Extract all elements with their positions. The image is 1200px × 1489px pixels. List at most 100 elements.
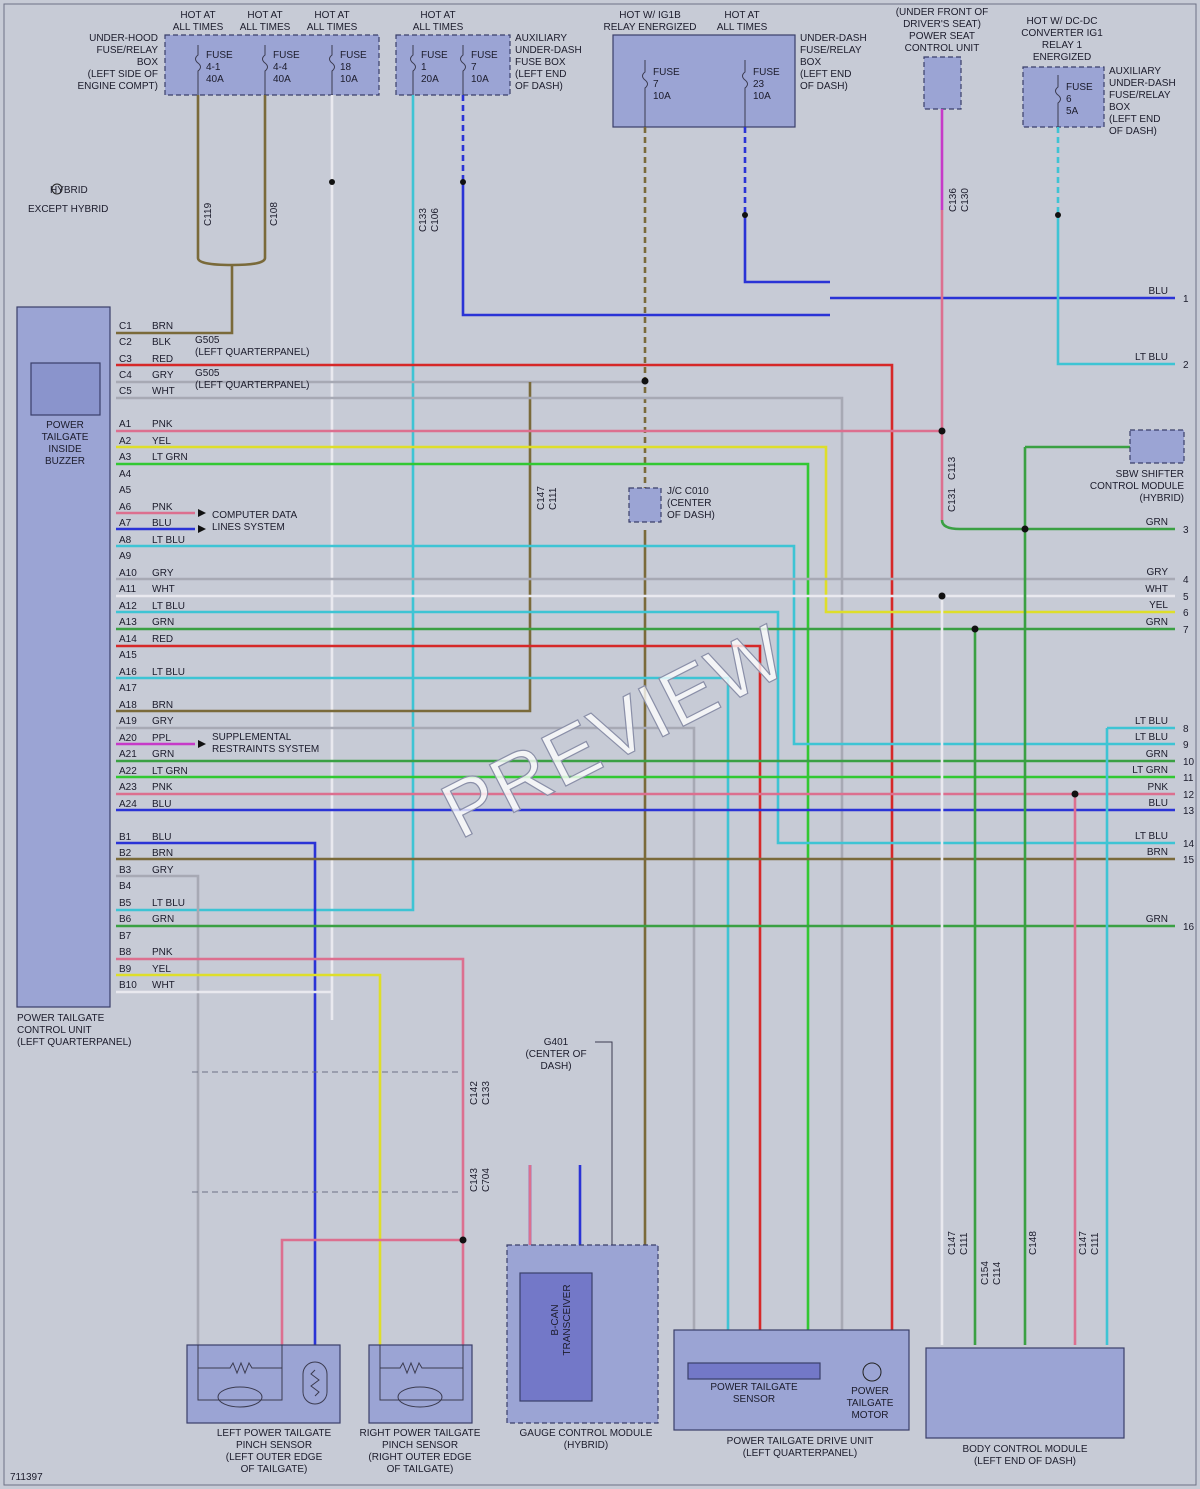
body-control-module-label: BODY CONTROL MODULE(LEFT END OF DASH) bbox=[962, 1444, 1087, 1467]
right-output-12: 12 bbox=[1183, 790, 1195, 801]
connector-c143: C143 bbox=[469, 1168, 480, 1192]
right-output-9: 9 bbox=[1183, 740, 1189, 751]
ptcu-pin-a20-color: PPL bbox=[152, 733, 171, 744]
wire-blk-g401 bbox=[595, 1041, 613, 1245]
ptcu-pin-a7-color: BLU bbox=[152, 518, 171, 529]
ptcu-pin-b10-color: WHT bbox=[152, 980, 175, 991]
ptcu-pin-a20: A20 bbox=[119, 733, 137, 744]
right-output-15: 15 bbox=[1183, 855, 1195, 866]
wire-brn-c1 bbox=[116, 95, 267, 335]
wire-ltblu-b5 bbox=[116, 95, 415, 912]
wire-gry-b3 bbox=[116, 874, 200, 1345]
bcan-transceiver bbox=[519, 1272, 593, 1402]
ptcu-pin-c2: C2 bbox=[119, 337, 132, 348]
ptcu-pin-a10: A10 bbox=[119, 568, 137, 579]
underdash-fuse-box bbox=[612, 34, 796, 128]
legend-except-hybrid: EXCEPT HYBRID bbox=[28, 204, 108, 215]
ptcu-pin-b3: B3 bbox=[119, 865, 132, 876]
legend-hybrid: HYBRID bbox=[50, 185, 88, 196]
ptcu-pin-a19-color: GRY bbox=[152, 716, 174, 727]
ptcu-pin-b9-color: YEL bbox=[152, 964, 171, 975]
wire-ltgrn-a3 bbox=[116, 462, 810, 1330]
connector-c108: C108 bbox=[269, 202, 280, 226]
connector-c142: C142 bbox=[469, 1081, 480, 1105]
right-output-5: 5 bbox=[1183, 592, 1189, 603]
right-output-7: 7 bbox=[1183, 625, 1189, 636]
wire-ltblu-bcm bbox=[1105, 726, 1175, 1345]
wire-layer bbox=[116, 95, 1175, 1345]
right-output-3-color: GRN bbox=[1146, 517, 1168, 528]
ptcu-pin-a23: A23 bbox=[119, 782, 137, 793]
ptcu-pin-a16-color: LT BLU bbox=[152, 667, 185, 678]
right-output-6-color: YEL bbox=[1149, 600, 1168, 611]
gauge-control-module-label: GAUGE CONTROL MODULE(HYBRID) bbox=[520, 1428, 653, 1451]
ptcu-pin-a17: A17 bbox=[119, 683, 137, 694]
wire-ltblu-a12 bbox=[116, 610, 1175, 845]
ptcu-pin-c5: C5 bbox=[119, 386, 132, 397]
wire-yel-a2 bbox=[116, 445, 1175, 614]
ptcu-pin-a21: A21 bbox=[119, 749, 137, 760]
connector-c106: C106 bbox=[430, 208, 441, 232]
ptcu-pin-b4: B4 bbox=[119, 881, 132, 892]
right-output-1: 1 bbox=[1183, 294, 1189, 305]
ptcu-pin-b9: B9 bbox=[119, 964, 132, 975]
right-output-6: 6 bbox=[1183, 608, 1189, 619]
right-output-9-color: LT BLU bbox=[1135, 732, 1168, 743]
left-pinch-sensor bbox=[186, 1344, 341, 1424]
ptcu-pin-a24: A24 bbox=[119, 799, 137, 810]
right-output-16-color: GRN bbox=[1146, 914, 1168, 925]
connector-c133: C133 bbox=[418, 208, 429, 232]
wire-red-c3 bbox=[116, 363, 894, 1330]
ptcu-pin-c3: C3 bbox=[119, 354, 132, 365]
ptcu-pin-a9: A9 bbox=[119, 551, 132, 562]
right-output-12-color: PNK bbox=[1147, 782, 1168, 793]
wire-blu-b1 bbox=[116, 841, 317, 1345]
ptcu-pin-a13-color: GRN bbox=[152, 617, 174, 628]
connector-c111: C111 bbox=[548, 487, 559, 510]
ptcu-pin-a8: A8 bbox=[119, 535, 132, 546]
ptcu-pin-a8-color: LT BLU bbox=[152, 535, 185, 546]
ptcu-pin-a18-color: BRN bbox=[152, 700, 173, 711]
ptcu-pin-a14: A14 bbox=[119, 634, 137, 645]
ptcu-pin-b1: B1 bbox=[119, 832, 132, 843]
wire-grn-out3 bbox=[940, 519, 1175, 531]
ptcu-pin-a22: A22 bbox=[119, 766, 137, 777]
right-output-4: 4 bbox=[1183, 575, 1189, 586]
underhood-fuse-box bbox=[164, 34, 380, 96]
g505-label-1: G505(LEFT QUARTERPANEL) bbox=[195, 335, 309, 358]
connector-c704: C704 bbox=[481, 1168, 492, 1192]
ptcu-pin-b2: B2 bbox=[119, 848, 132, 859]
ptcu-pin-a12-color: LT BLU bbox=[152, 601, 185, 612]
ptcu-pin-a2: A2 bbox=[119, 436, 132, 447]
right-output-2: 2 bbox=[1183, 360, 1189, 371]
connector-c154: C154 bbox=[980, 1261, 991, 1285]
ptcu-pin-a6-color: PNK bbox=[152, 502, 173, 513]
right-output-7-color: GRN bbox=[1146, 617, 1168, 628]
right-output-8-color: LT BLU bbox=[1135, 716, 1168, 727]
connector-c148: C148 bbox=[1028, 1231, 1039, 1255]
power-tailgate-control-unit bbox=[16, 306, 111, 1008]
ptcu-pin-b7: B7 bbox=[119, 931, 132, 942]
ptcu-pin-c4-color: GRY bbox=[152, 370, 174, 381]
connector-c111c: C111 bbox=[1090, 1232, 1101, 1255]
right-output-4-color: GRY bbox=[1147, 567, 1169, 578]
ptcu-pin-a10-color: GRY bbox=[152, 568, 174, 579]
